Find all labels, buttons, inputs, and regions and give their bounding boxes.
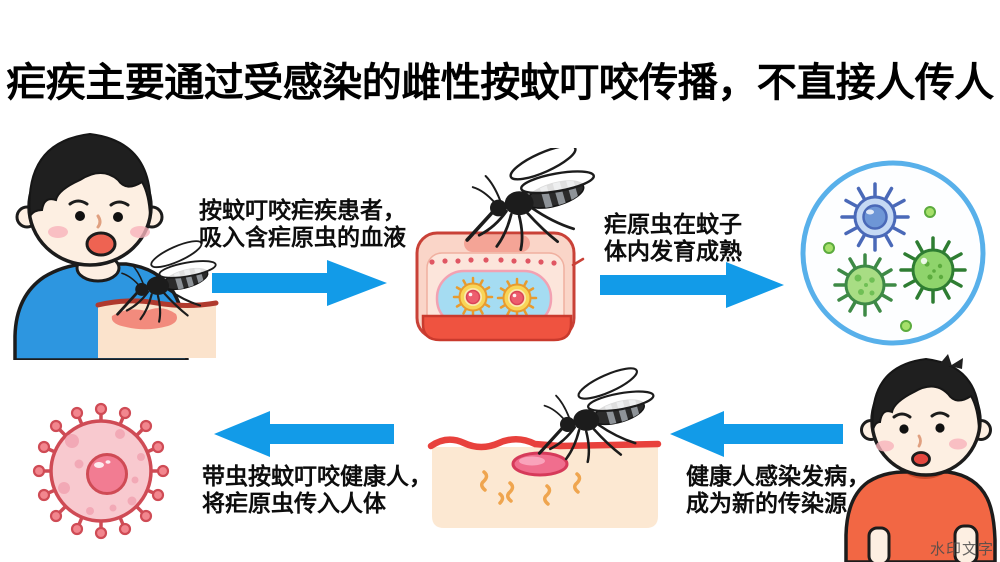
step2-label: 疟原虫在蚊子 体内发育成熟 (604, 211, 742, 265)
gut-base (421, 314, 573, 342)
skin-bite-illustration (427, 365, 662, 528)
open-mouth (85, 231, 117, 257)
spore-dot (823, 242, 835, 254)
eye-icon (935, 423, 945, 433)
eye-icon (75, 211, 85, 221)
step3-line2: 成为新的传染源 (686, 490, 847, 516)
blush (48, 226, 68, 238)
spore-dot (900, 320, 912, 332)
gut-dots (429, 257, 557, 266)
step2-line1: 疟原虫在蚊子 (604, 211, 742, 237)
arm (867, 526, 891, 562)
cell-speckles (58, 429, 145, 515)
watermark: 水印文字 (929, 540, 994, 558)
arrow-right-icon (212, 260, 387, 306)
step4-line1: 带虫按蚊叮咬健康人， (202, 463, 432, 489)
mosquito-gut-illustration (415, 148, 600, 342)
patient-boy-illustration (13, 132, 219, 360)
arrow-right-icon (600, 262, 784, 308)
step1-label: 按蚊叮咬疟疾患者， 吸入含疟原虫的血液 (199, 197, 406, 251)
step4-label: 带虫按蚊叮咬健康人， 将疟原虫传入人体 (202, 463, 432, 517)
gut-notch (464, 235, 530, 252)
arrow-left-icon (214, 411, 394, 457)
open-mouth (911, 451, 931, 467)
hair (28, 132, 152, 219)
skin-layer (432, 447, 658, 528)
spike-knobs (32, 402, 170, 540)
healthy-boy-illustration (844, 354, 997, 562)
nose (917, 434, 922, 448)
nose (96, 214, 102, 229)
spore-dot (924, 206, 936, 218)
parasites-circle-illustration (800, 160, 986, 346)
blush (949, 438, 967, 450)
arm (953, 524, 979, 562)
green-parasite-icon (833, 253, 897, 317)
step4-line2: 将疟原虫传入人体 (202, 490, 386, 516)
infected-blood-cell-illustration (32, 402, 170, 540)
step3-label: 健康人感染发病， 成为新的传染源 (686, 463, 870, 517)
step1-line2: 吸入含疟原虫的血液 (199, 224, 406, 250)
step3-line1: 健康人感染发病， (686, 463, 870, 489)
page-title: 疟疾主要通过受感染的雌性按蚊叮咬传播，不直接人传人 (6, 60, 994, 105)
cell-nucleus (86, 453, 128, 495)
green-parasite-icon (899, 236, 967, 304)
eye-icon (899, 424, 909, 434)
eye-icon (113, 212, 123, 222)
blue-parasite-icon (840, 182, 910, 252)
hair (871, 357, 981, 431)
hair-tuft (938, 354, 963, 369)
step1-line1: 按蚊叮咬疟疾患者， (199, 197, 406, 223)
blush (130, 226, 150, 238)
skin-surface (427, 436, 662, 451)
parasite-squiggles (480, 470, 582, 506)
arrow-left-icon (670, 411, 843, 457)
petri-circle (800, 160, 986, 346)
blush (876, 440, 894, 452)
step2-line2: 体内发育成熟 (604, 238, 742, 264)
